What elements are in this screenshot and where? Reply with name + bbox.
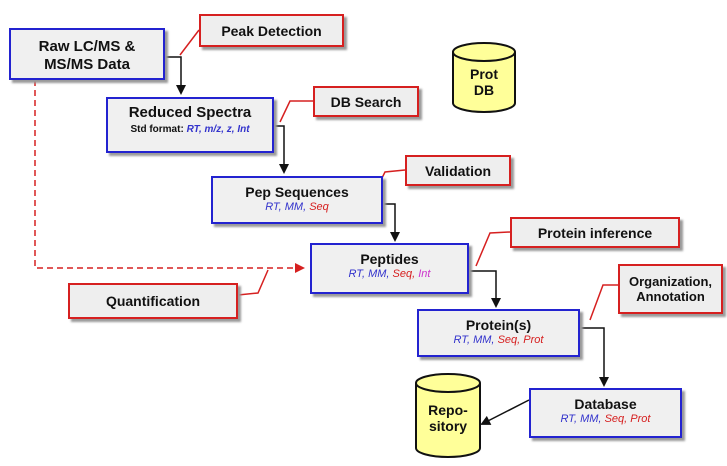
database-title: Database: [574, 396, 637, 412]
raw-data-line2: MS/MS Data: [44, 56, 130, 73]
prot-db-line1: Prot: [470, 66, 498, 82]
reduced-spectra-box: Reduced Spectra Std format: RT, m/z, z, …: [106, 97, 274, 153]
raw-data-box: Raw LC/MS & MS/MS Data: [9, 28, 165, 80]
repository-line2: sitory: [428, 418, 468, 434]
connector-peak-detection: [179, 29, 200, 56]
arrow-pep-to-peptides: [383, 203, 400, 242]
annotation-text: Annotation: [636, 289, 705, 304]
field-int: Int: [237, 124, 250, 135]
pep-sequences-box: Pep Sequences RT, MM, Seq: [211, 176, 383, 224]
field-mm: MM,: [368, 268, 390, 280]
arrow-reduced-to-pep: [274, 125, 289, 174]
repository-text: Repo- sitory: [416, 402, 480, 434]
arrow-protein-to-database: [580, 327, 609, 387]
prot-db-text: Prot DB: [453, 66, 515, 98]
repository-cylinder: [415, 373, 481, 458]
reduced-spectra-format: Std format: RT, m/z, z, Int: [108, 122, 272, 138]
field-prot: Prot: [523, 334, 544, 346]
proteins-box: Protein(s) RT, MM, Seq, Prot: [417, 309, 580, 357]
prot-db-line2: DB: [473, 82, 495, 98]
pep-sequences-fields: RT, MM, Seq: [213, 200, 381, 214]
arrow-database-to-repository: [480, 399, 530, 425]
connector-quantification: [237, 269, 269, 296]
field-mm: MM,: [580, 413, 602, 425]
database-fields: RT, MM, Seq, Prot: [531, 412, 680, 426]
field-rt: RT,: [453, 334, 471, 346]
field-int: Int: [418, 268, 431, 280]
field-mz: m/z,: [204, 124, 224, 135]
field-seq: Seq: [309, 201, 329, 213]
field-seq: Seq,: [604, 413, 628, 425]
field-mm: MM,: [473, 334, 495, 346]
peak-detection-label: Peak Detection: [199, 14, 344, 47]
arrow-raw-to-reduced: [165, 56, 186, 95]
peptides-title: Peptides: [360, 251, 419, 267]
field-rt: RT,: [560, 413, 578, 425]
raw-data-line1: Raw LC/MS &: [38, 38, 136, 55]
std-format-label: Std format:: [130, 124, 184, 135]
pep-sequences-title: Pep Sequences: [245, 184, 349, 200]
connector-organization: [589, 284, 618, 321]
connector-db-search: [279, 100, 313, 123]
connector-protein-inference: [475, 231, 511, 267]
field-rt: RT,: [265, 201, 282, 213]
field-rt: RT,: [348, 268, 366, 280]
proteins-fields: RT, MM, Seq, Prot: [419, 333, 578, 347]
database-box: Database RT, MM, Seq, Prot: [529, 388, 682, 438]
protein-inference-label: Protein inference: [510, 217, 680, 248]
peptides-fields: RT, MM, Seq, Int: [312, 267, 467, 281]
peptides-box: Peptides RT, MM, Seq, Int: [310, 243, 469, 294]
repository-line1: Repo-: [428, 402, 468, 418]
dashed-quantification-arrow: [34, 80, 305, 273]
field-z: z,: [226, 124, 235, 135]
reduced-spectra-title: Reduced Spectra: [128, 104, 252, 121]
db-search-label: DB Search: [313, 86, 419, 117]
field-mm: MM,: [284, 201, 307, 213]
field-prot: Prot: [630, 413, 651, 425]
validation-label: Validation: [405, 155, 511, 186]
prot-db-cylinder: [452, 42, 516, 113]
field-seq: Seq,: [497, 334, 521, 346]
field-rt: RT,: [186, 124, 202, 135]
quantification-label: Quantification: [68, 283, 238, 319]
organization-annotation-label: Organization, Annotation: [618, 264, 723, 314]
organization-text: Organization,: [628, 274, 713, 289]
field-seq: Seq,: [392, 268, 416, 280]
arrow-peptides-to-protein: [469, 270, 501, 308]
proteins-title: Protein(s): [465, 317, 532, 333]
